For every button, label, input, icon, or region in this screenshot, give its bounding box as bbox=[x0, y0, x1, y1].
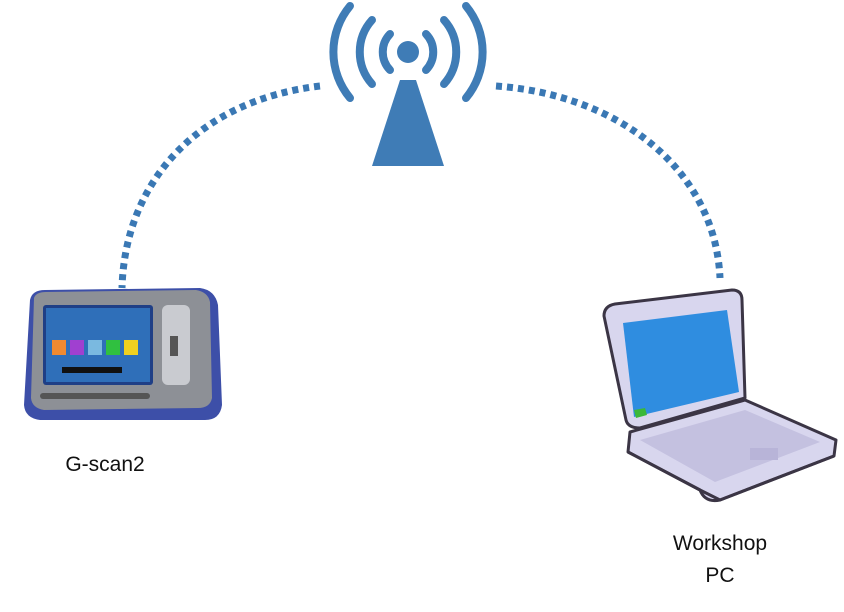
laptop-icon bbox=[602, 288, 838, 502]
pc-label-line1: Workshop bbox=[672, 532, 768, 555]
wireless-antenna-icon bbox=[329, 2, 487, 166]
scan-tool-tablet-icon bbox=[24, 288, 222, 420]
device-label: G-scan2 bbox=[65, 453, 145, 476]
pc-label: Workshop PC bbox=[640, 528, 800, 592]
wireless-link-left bbox=[118, 82, 321, 289]
wireless-link-right bbox=[495, 82, 724, 279]
pc-label-line2: PC bbox=[705, 564, 735, 587]
